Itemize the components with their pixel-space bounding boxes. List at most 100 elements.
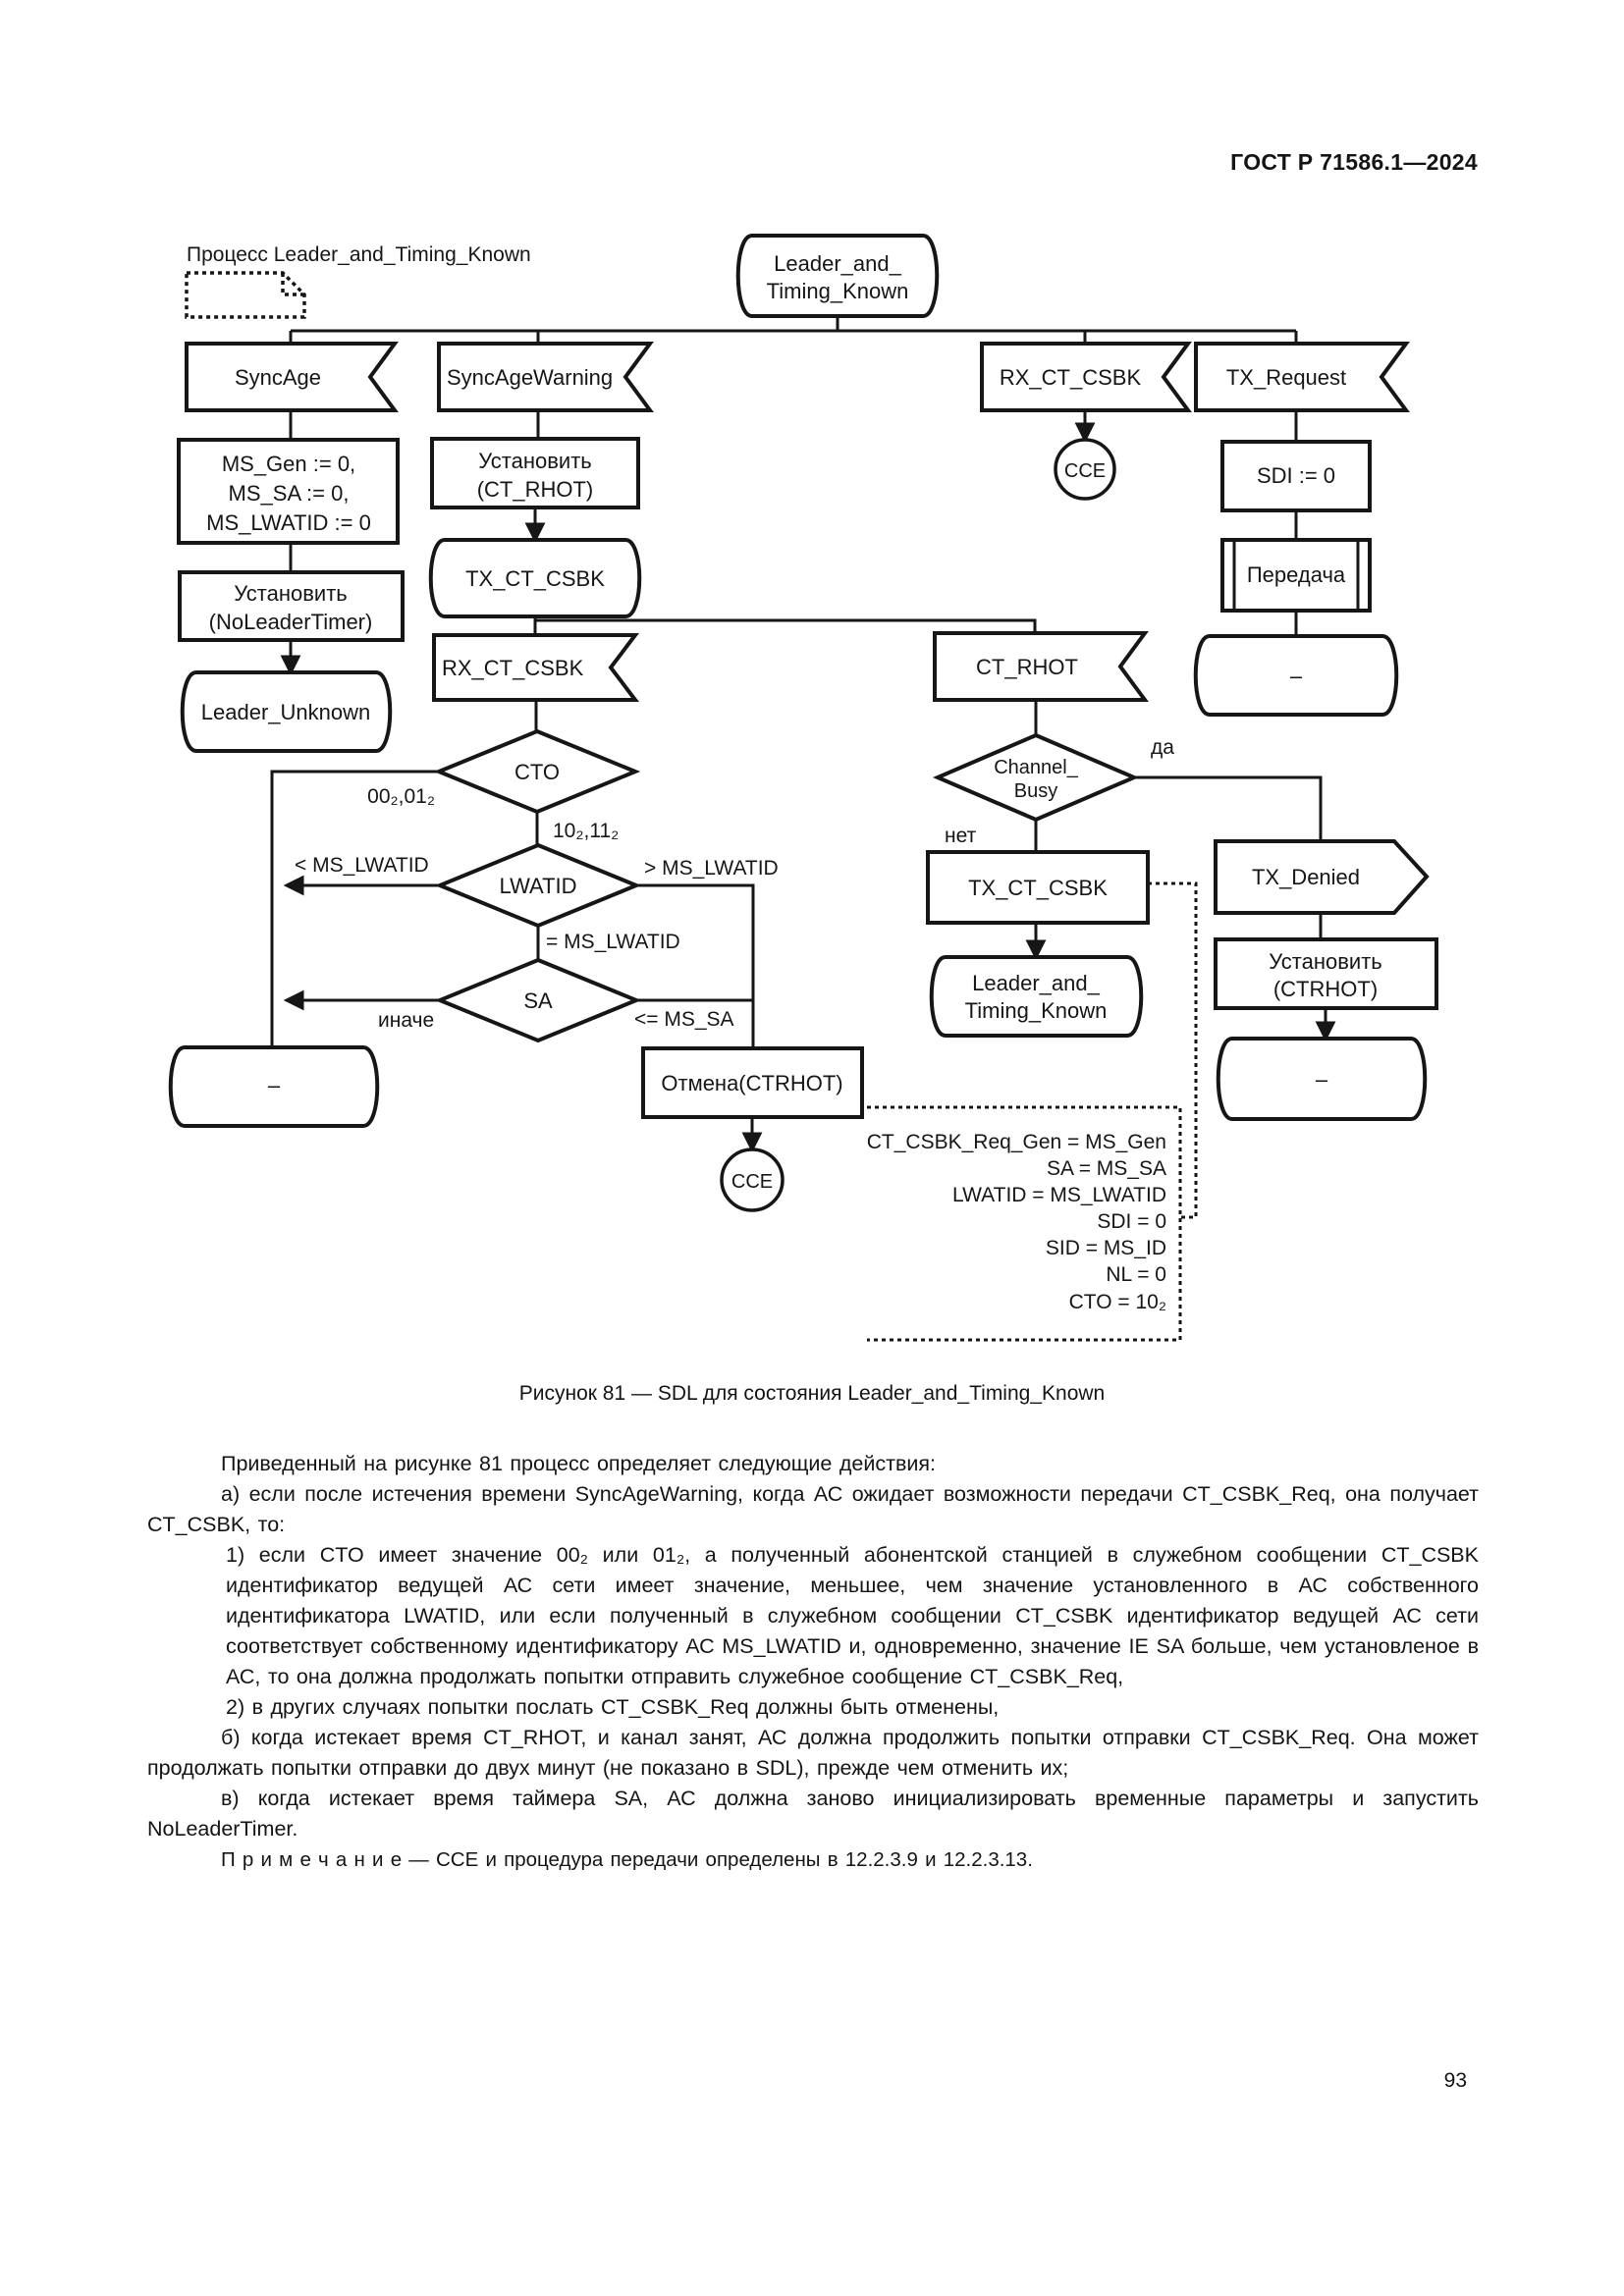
comment-line: LWATID = MS_LWATID: [952, 1184, 1166, 1206]
arrowhead: [524, 522, 546, 544]
task-cancel-label: Отмена(CTRHOT): [661, 1071, 842, 1095]
arrowhead: [1315, 1021, 1336, 1042]
branch-label-sa-le: <= MS_SA: [634, 1008, 734, 1031]
decision-channel-busy-line1: Channel_: [994, 757, 1079, 778]
cce-top-label: CCE: [1064, 460, 1106, 482]
state-shape-top: [735, 234, 940, 318]
paragraph-a2: 2) в других случаях попытки послать CT_C…: [226, 1695, 1000, 1719]
branch-connector: [1034, 775, 1323, 852]
state-dash-right-label: –: [1316, 1067, 1328, 1092]
task-set-ct-rhot-line2: (CT_RHOT): [477, 477, 594, 502]
decision-shape-sa: [434, 957, 642, 1043]
state-top-line1: Leader_and_: [774, 251, 901, 276]
task-ms-line1: MS_Gen := 0,: [222, 452, 355, 476]
input-shape-syncagewarning: [437, 342, 654, 412]
branch-label-no: нет: [945, 825, 977, 847]
input-rx-mid-label: RX_CT_CSBK: [442, 656, 584, 680]
standard-header: ГОСТ Р 71586.1—2024: [1230, 149, 1478, 175]
state-shape-leader-unknown: [180, 670, 393, 753]
state-shape-dash-right: [1216, 1037, 1428, 1121]
arrowhead: [1025, 939, 1047, 961]
sdl-diagram: Процесс Leader_and_Timing_Known Leader_a…: [168, 234, 1438, 1342]
input-shape-tx-request: [1194, 342, 1410, 412]
task-ms-line2: MS_SA := 0,: [229, 481, 350, 506]
decision-channel-busy-line2: Busy: [1014, 780, 1057, 802]
output-shape-tx-denied: [1214, 839, 1430, 915]
comment-connector: [1148, 881, 1198, 1219]
page-number: 93: [1443, 2069, 1467, 2092]
output-tx-denied-label: TX_Denied: [1252, 865, 1360, 889]
comment-line: CTO = 10₂: [1069, 1291, 1166, 1313]
task-noleadertimer-line1: Установить: [234, 581, 347, 606]
arrowhead: [283, 875, 304, 896]
paragraph-a1: 1) если CTO имеет значение 00₂ или 01₂, …: [226, 1543, 1479, 1688]
input-rx-top-label: RX_CT_CSBK: [1000, 365, 1142, 390]
input-shape-ct-rhot: [933, 631, 1149, 702]
state-latk-line2: Timing_Known: [965, 998, 1108, 1023]
decision-cto-label: CTO: [514, 760, 560, 784]
input-shape-syncage: [185, 342, 399, 412]
body-text: Приведенный на рисунке 81 процесс опреде…: [147, 1449, 1479, 1875]
task-set-ctrhot2-line1: Установить: [1269, 949, 1381, 974]
input-shape-rx-mid: [432, 633, 640, 702]
branch-label-sa-else: иначе: [378, 1009, 434, 1032]
comment-line: CT_CSBK_Req_Gen = MS_Gen: [867, 1131, 1166, 1153]
procedure-box-transmit: [1220, 538, 1372, 613]
state-shape-dash-left: [168, 1045, 380, 1128]
state-dash-left-label: –: [268, 1073, 281, 1097]
branch-label-lwatid-left: < MS_LWATID: [295, 854, 429, 877]
task-noleadertimer-line2: (NoLeaderTimer): [209, 610, 373, 634]
cce-bottom-label: CCE: [731, 1171, 773, 1193]
branch-connector: [270, 770, 439, 1047]
task-box-sdi: [1220, 440, 1372, 512]
process-label: Процесс Leader_and_Timing_Known: [187, 243, 531, 266]
decision-lwatid-label: LWATID: [499, 874, 576, 898]
cce-circle-bottom: [720, 1148, 785, 1212]
task-box-cancel-ctrhot: [641, 1046, 864, 1119]
procedure-transmit-label: Передача: [1247, 562, 1346, 587]
task-ms-line3: MS_LWATID := 0: [206, 510, 371, 535]
paragraph-intro: Приведенный на рисунке 81 процесс опреде…: [221, 1452, 937, 1475]
task-box-ms: [177, 438, 400, 545]
junction-connector: [533, 616, 1037, 635]
input-shape-rx-top: [980, 342, 1192, 412]
output-tx-ct-csbk-label: TX_CT_CSBK: [465, 566, 605, 591]
task-sdi-label: SDI := 0: [1257, 463, 1335, 488]
comment-box-border: [867, 1105, 1182, 1342]
paragraph-a: а) если после истечения времени SyncAgeW…: [147, 1482, 1479, 1536]
input-syncagewarning-label: SyncAgeWarning: [447, 365, 613, 390]
note-text: П р и м е ч а н и е — CCE и процедура пе…: [221, 1848, 1033, 1871]
branch-label-yes: да: [1151, 736, 1174, 759]
task-tx2-label: TX_CT_CSBK: [968, 876, 1108, 900]
comment-line: SDI = 0: [1097, 1210, 1166, 1233]
state-dash-mid-label: –: [1290, 664, 1303, 688]
task-set-ct-rhot-line1: Установить: [478, 449, 591, 473]
input-syncage-label: SyncAge: [235, 365, 321, 390]
state-latk-line1: Leader_and_: [972, 971, 1100, 995]
output-shape-tx-ct-csbk: [428, 538, 642, 618]
trunk-connector: [289, 316, 1298, 344]
figure-caption: Рисунок 81 — SDL для состояния Leader_an…: [518, 1382, 1106, 1405]
task-box-set-ctrhot2: [1214, 937, 1438, 1010]
process-document-icon: [185, 271, 306, 319]
task-set-ctrhot2-line2: (CTRHOT): [1273, 977, 1378, 1001]
input-ct-rhot-label: CT_RHOT: [976, 655, 1078, 679]
decision-sa-label: SA: [523, 988, 553, 1013]
branch-label-cto-left: 00₂,01₂: [367, 785, 435, 808]
paragraph-b: б) когда истекает время CT_RHOT, и канал…: [147, 1726, 1479, 1780]
task-box-set-ct-rhot: [430, 437, 640, 509]
cce-circle-top: [1054, 438, 1116, 501]
comment-line: SA = MS_SA: [1047, 1157, 1166, 1180]
arrowhead: [741, 1132, 763, 1153]
procedure-sidebars: [1232, 540, 1360, 611]
arrowhead: [280, 655, 301, 676]
state-shape-latk: [929, 955, 1144, 1038]
comment-line: SID = MS_ID: [1046, 1237, 1166, 1259]
branch-connector: [636, 883, 755, 1048]
state-leader-unknown-label: Leader_Unknown: [201, 700, 370, 724]
state-shape-dash-mid: [1193, 634, 1399, 717]
input-tx-request-label: TX_Request: [1226, 365, 1346, 390]
branch-label-lwatid-right: > MS_LWATID: [644, 857, 779, 880]
comment-line: NL = 0: [1106, 1263, 1166, 1286]
